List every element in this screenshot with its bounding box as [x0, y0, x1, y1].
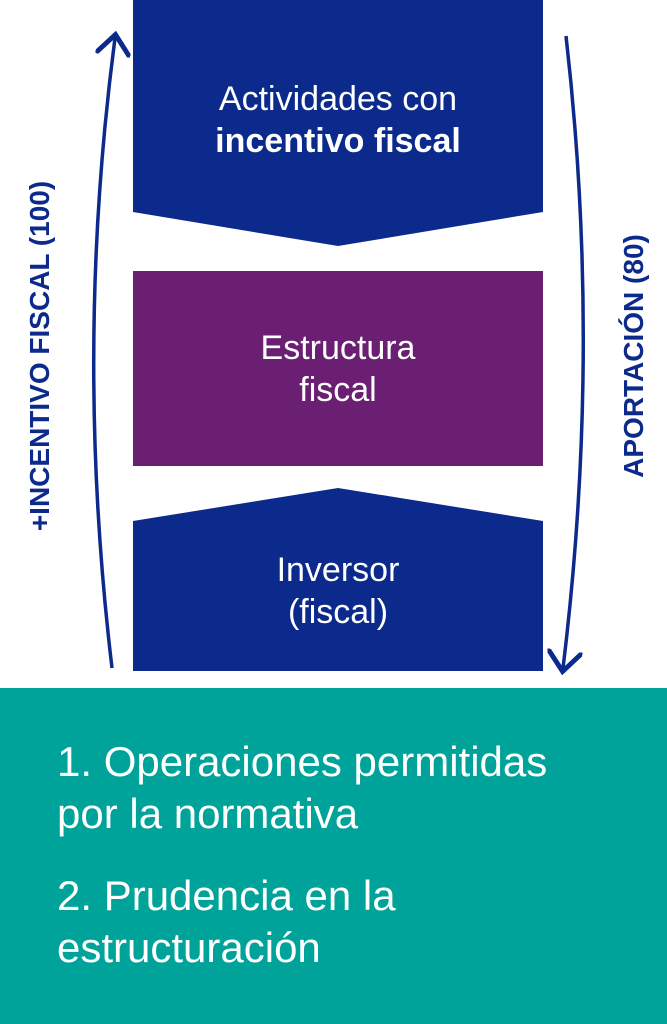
point-1-line2: por la normativa [57, 790, 359, 837]
top-box-label: Actividades con incentivo fiscal [133, 78, 543, 162]
middle-box-line2: fiscal [299, 371, 377, 409]
bottom-box-shape [133, 488, 543, 671]
left-arrow-label: +INCENTIVO FISCAL (100) [24, 180, 55, 532]
top-box-line1: Actividades con [218, 80, 458, 118]
bottom-box-line1: Inversor [276, 551, 400, 589]
top-box-line2: incentivo fiscal [215, 122, 461, 160]
left-arrow [92, 38, 115, 669]
top-box-shape [133, 0, 543, 246]
point-2: 2. Prudencia en la estructuración [57, 870, 637, 974]
point-2-line2: estructuración [57, 924, 321, 971]
middle-box-line1: Estructura [260, 329, 416, 367]
point-2-line1: 2. Prudencia en la [57, 872, 396, 919]
middle-box-label: Estructura fiscal [133, 327, 543, 411]
point-1-line1: 1. Operaciones permitidas [57, 738, 548, 785]
point-1: 1. Operaciones permitidas por la normati… [57, 736, 637, 840]
right-arrow-label: APORTACIÓN (80) [618, 234, 649, 478]
middle-box-shape [133, 271, 543, 466]
bottom-box-label: Inversor (fiscal) [133, 549, 543, 633]
bottom-box-line2: (fiscal) [287, 593, 389, 631]
right-arrow [563, 35, 586, 668]
bottom-panel: 1. Operaciones permitidas por la normati… [0, 688, 667, 1024]
